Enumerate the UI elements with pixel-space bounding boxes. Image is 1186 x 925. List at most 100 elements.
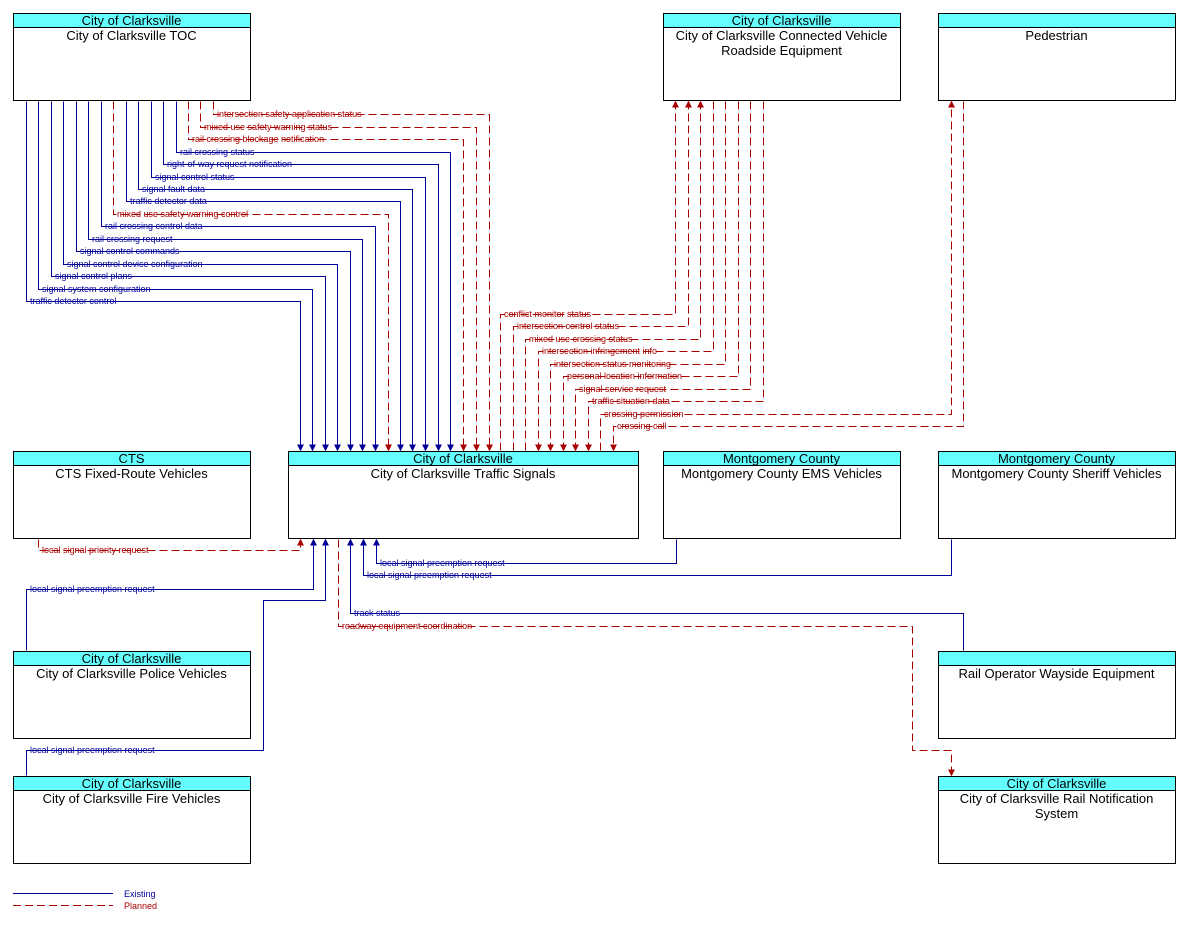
flow-c3[interactable]: mixed use crossing status xyxy=(525,100,704,451)
box-ped[interactable]: Pedestrian xyxy=(938,13,1176,101)
flow-p1[interactable]: crossing permission xyxy=(600,100,955,451)
flow-label: rail crossing status xyxy=(180,147,255,157)
box-header xyxy=(938,776,1176,791)
flow-label: intersection status monitoring xyxy=(554,359,671,369)
flow-label: intersection safety application status xyxy=(217,109,362,119)
flow-label: rail crossing blockage notification xyxy=(192,134,324,144)
flow-c8[interactable]: traffic situation data xyxy=(585,101,764,452)
flow-label: local signal priority request xyxy=(42,545,149,555)
flow-label: signal control plans xyxy=(55,271,133,281)
flow-f6[interactable]: signal control status xyxy=(151,101,429,452)
flow-line xyxy=(26,538,329,776)
flow-b2[interactable]: local signal preemption request xyxy=(26,538,317,651)
flow-line xyxy=(513,100,692,451)
flow-f15[interactable]: signal system configuration xyxy=(38,101,316,452)
box-group-label: Montgomery County xyxy=(998,451,1116,466)
box-header xyxy=(938,451,1176,466)
box-group-label: City of Clarksville xyxy=(82,776,182,791)
flow-line xyxy=(63,101,341,452)
flow-line xyxy=(610,101,964,452)
flow-label: traffic detector control xyxy=(30,296,116,306)
flow-f8[interactable]: traffic detector data xyxy=(126,101,404,452)
flow-c1[interactable]: conflict monitor status xyxy=(500,100,679,451)
box-title-line: Montgomery County Sheriff Vehicles xyxy=(951,466,1162,481)
flow-f3[interactable]: rail crossing blockage notification xyxy=(188,101,467,452)
box-title-line: City of Clarksville Connected Vehicle xyxy=(676,28,888,43)
flow-label: local signal preemption request xyxy=(30,584,155,594)
box-title-line: System xyxy=(1035,806,1078,821)
flow-line xyxy=(535,101,714,452)
flow-line xyxy=(525,100,704,451)
flow-p2[interactable]: crossing call xyxy=(610,101,964,452)
flow-f14[interactable]: signal control plans xyxy=(51,101,329,452)
flow-label: signal system configuration xyxy=(42,284,151,294)
flow-line xyxy=(200,101,480,452)
flow-c7[interactable]: signal service request xyxy=(572,101,751,452)
flow-label: signal service request xyxy=(579,384,667,394)
flow-label: crossing permission xyxy=(604,409,684,419)
flow-label: signal fault data xyxy=(142,184,205,194)
box-title-line: CTS Fixed-Route Vehicles xyxy=(55,466,208,481)
flow-line xyxy=(88,101,366,452)
flow-c5[interactable]: intersection status monitoring xyxy=(547,101,726,452)
flow-f10[interactable]: rail crossing control data xyxy=(101,101,379,452)
flow-line xyxy=(126,101,404,452)
flow-c2[interactable]: intersection control status xyxy=(513,100,692,451)
flow-layer: intersection safety application statusmi… xyxy=(26,100,964,777)
flow-b6[interactable]: track status xyxy=(347,538,964,651)
box-header xyxy=(13,451,251,466)
flow-line xyxy=(500,100,679,451)
flow-line xyxy=(113,101,392,452)
box-group-label: City of Clarksville xyxy=(732,13,832,28)
flow-f7[interactable]: signal fault data xyxy=(138,101,416,452)
flow-label: roadway equipment coordination xyxy=(342,621,472,631)
flow-f11[interactable]: rail crossing request xyxy=(88,101,366,452)
legend-planned-label: Planned xyxy=(124,901,157,911)
flow-label: local signal preemption request xyxy=(30,745,155,755)
flow-f9[interactable]: mixed use safety warning control xyxy=(113,101,392,452)
box-rail[interactable]: Rail Operator Wayside Equipment xyxy=(938,651,1176,739)
flow-f5[interactable]: right-of-way request notification xyxy=(163,101,442,452)
flow-label: traffic situation data xyxy=(592,396,670,406)
flow-label: signal control device configuration xyxy=(67,259,203,269)
flow-f1[interactable]: intersection safety application status xyxy=(213,101,493,452)
box-group-label: Montgomery County xyxy=(723,451,841,466)
box-header xyxy=(663,13,901,28)
flow-f16[interactable]: traffic detector control xyxy=(26,101,304,452)
box-header xyxy=(288,451,639,466)
box-title-line: City of Clarksville Police Vehicles xyxy=(36,666,227,681)
flow-b7[interactable]: roadway equipment coordination xyxy=(338,539,955,777)
flow-b4[interactable]: local signal preemption request xyxy=(373,538,677,569)
flow-f2[interactable]: mixed use safety warning status xyxy=(200,101,480,452)
flow-label: conflict monitor status xyxy=(504,309,592,319)
flow-label: signal control commands xyxy=(80,246,180,256)
flow-b5[interactable]: local signal preemption request xyxy=(360,538,952,581)
flow-line xyxy=(560,101,739,452)
flow-b3[interactable]: local signal preemption request xyxy=(26,538,329,776)
flow-line xyxy=(138,101,416,452)
flow-c6[interactable]: personal location information xyxy=(560,101,739,452)
flow-line xyxy=(572,101,751,452)
flow-label: personal location information xyxy=(567,371,682,381)
flow-f12[interactable]: signal control commands xyxy=(76,101,354,452)
flow-line xyxy=(547,101,726,452)
flow-f13[interactable]: signal control device configuration xyxy=(63,101,341,452)
flow-f4[interactable]: rail crossing status xyxy=(176,101,454,452)
box-header xyxy=(938,13,1176,28)
flow-label: signal control status xyxy=(155,172,235,182)
flow-b1[interactable]: local signal priority request xyxy=(38,538,304,556)
flow-line xyxy=(26,538,317,651)
flow-c4[interactable]: intersection infringement info xyxy=(535,101,714,452)
box-header xyxy=(938,651,1176,666)
flow-label: mixed use safety warning status xyxy=(204,122,333,132)
flow-line xyxy=(600,100,955,451)
